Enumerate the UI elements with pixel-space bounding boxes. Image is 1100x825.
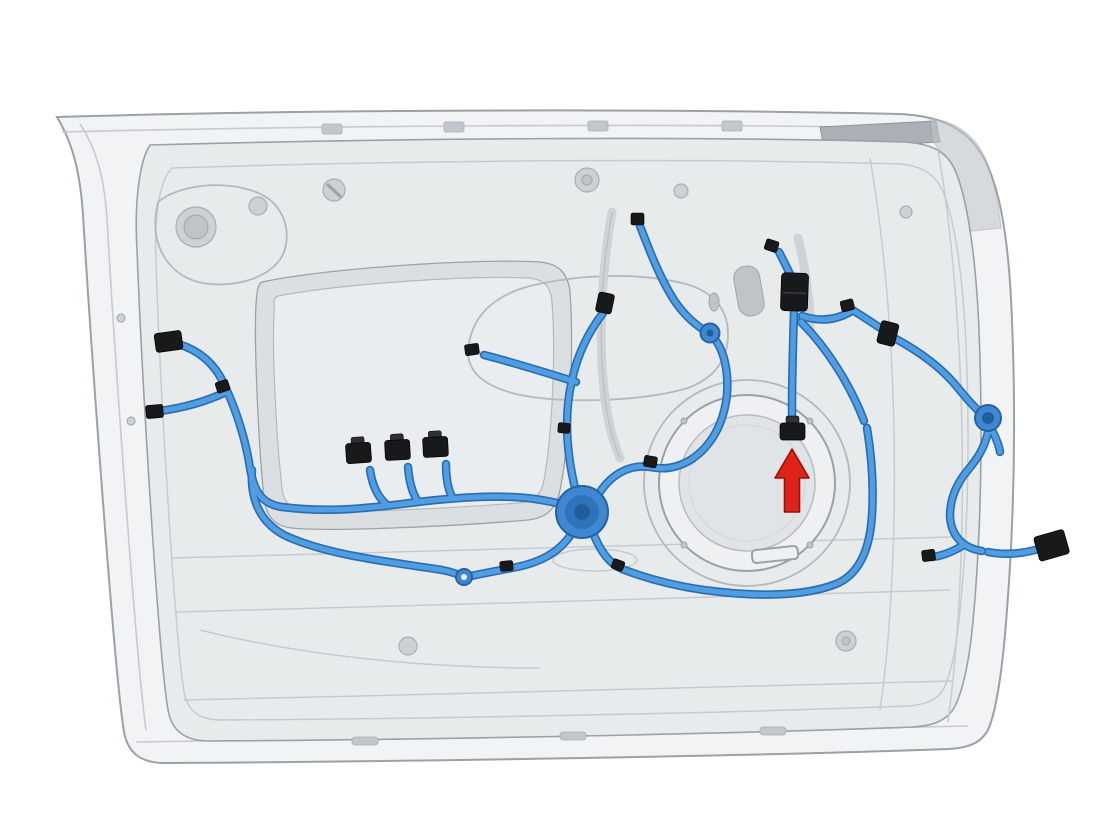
panel-inset-contour: [154, 159, 969, 721]
harness-clip: [557, 422, 571, 434]
top-edge-fold: [61, 124, 927, 133]
speaker-screw-hole: [806, 417, 814, 425]
speaker-hole: [678, 414, 816, 552]
panel-hole: [183, 214, 209, 240]
harness-grommet-main: [555, 485, 609, 539]
harness-connector: [595, 291, 615, 315]
top-tab: [443, 121, 465, 133]
connector-body: [345, 441, 372, 464]
harness-connector: [145, 404, 164, 419]
panel-hole: [581, 174, 593, 186]
clip-core: [706, 329, 714, 337]
upper-left-contour: [154, 184, 288, 286]
speaker-screw-hole: [806, 541, 814, 549]
drain-slot: [559, 731, 587, 741]
harness-clip: [610, 558, 626, 572]
screw-slot: [325, 182, 343, 199]
connector-body: [780, 272, 809, 312]
door-panel: [55, 109, 1016, 765]
wiring-harness: [145, 212, 1070, 595]
top-tab: [321, 123, 343, 135]
recess-inner-plateau: [272, 276, 555, 512]
grommet-core: [574, 504, 590, 520]
panel-hole: [899, 205, 913, 219]
rear-edge-contour: [937, 149, 964, 723]
panel-hole: [708, 292, 720, 312]
harness-clip: [839, 298, 855, 313]
harness-connector: [1033, 529, 1070, 562]
panel-hole: [841, 636, 851, 646]
harness-connector-highlighted: [779, 415, 806, 441]
harness-connector: [921, 548, 936, 562]
ring-hole: [461, 574, 467, 580]
hinge-edge-fold: [79, 123, 147, 731]
harness-connector: [422, 430, 449, 458]
harness-connector: [345, 436, 372, 464]
harness-connector: [384, 433, 411, 461]
harness-clip: [214, 379, 231, 394]
harness-grommet-right: [974, 404, 1002, 432]
speaker-screw-hole: [680, 417, 688, 425]
harness-blue-clip: [699, 322, 721, 344]
center-plateau-contour: [467, 275, 729, 402]
harness-clip: [499, 560, 514, 572]
highlight-arrow-icon: [774, 448, 810, 513]
harness-clip: [630, 212, 645, 226]
panel-hole: [248, 196, 268, 216]
highlight-callout: [774, 448, 810, 513]
panel-crease: [183, 680, 953, 701]
connector-seam: [782, 291, 806, 295]
stamped-bump: [552, 548, 638, 572]
harness-connector: [780, 272, 809, 312]
connector-body: [384, 439, 411, 461]
regulator-rail-left-line: [600, 211, 621, 459]
harness-clip: [643, 455, 658, 469]
speaker-screw-hole: [680, 541, 688, 549]
panel-hole: [673, 183, 689, 199]
connector-body: [779, 422, 806, 441]
harness-clip: [464, 343, 480, 356]
harness-connector: [876, 320, 900, 347]
drain-slot: [351, 736, 379, 746]
panel-hole: [116, 313, 126, 323]
top-tab: [721, 120, 743, 132]
panel-crease: [199, 629, 541, 669]
harness-connector: [153, 330, 184, 353]
rear-pillar-contour: [869, 157, 896, 711]
speaker-stamped-ring: [643, 379, 851, 587]
harness-clip: [763, 238, 780, 253]
panel-crease: [175, 589, 951, 613]
panel-hole: [398, 636, 418, 656]
grommet-core: [982, 412, 994, 424]
speaker-tab: [750, 545, 800, 564]
drain-slot: [759, 726, 787, 736]
speaker-hole-inner: [688, 424, 806, 542]
harness-ring-clip: [455, 568, 473, 586]
top-tab: [587, 120, 609, 132]
connector-body: [422, 436, 449, 458]
panel-hole: [126, 416, 136, 426]
regulator-slot: [733, 265, 765, 317]
